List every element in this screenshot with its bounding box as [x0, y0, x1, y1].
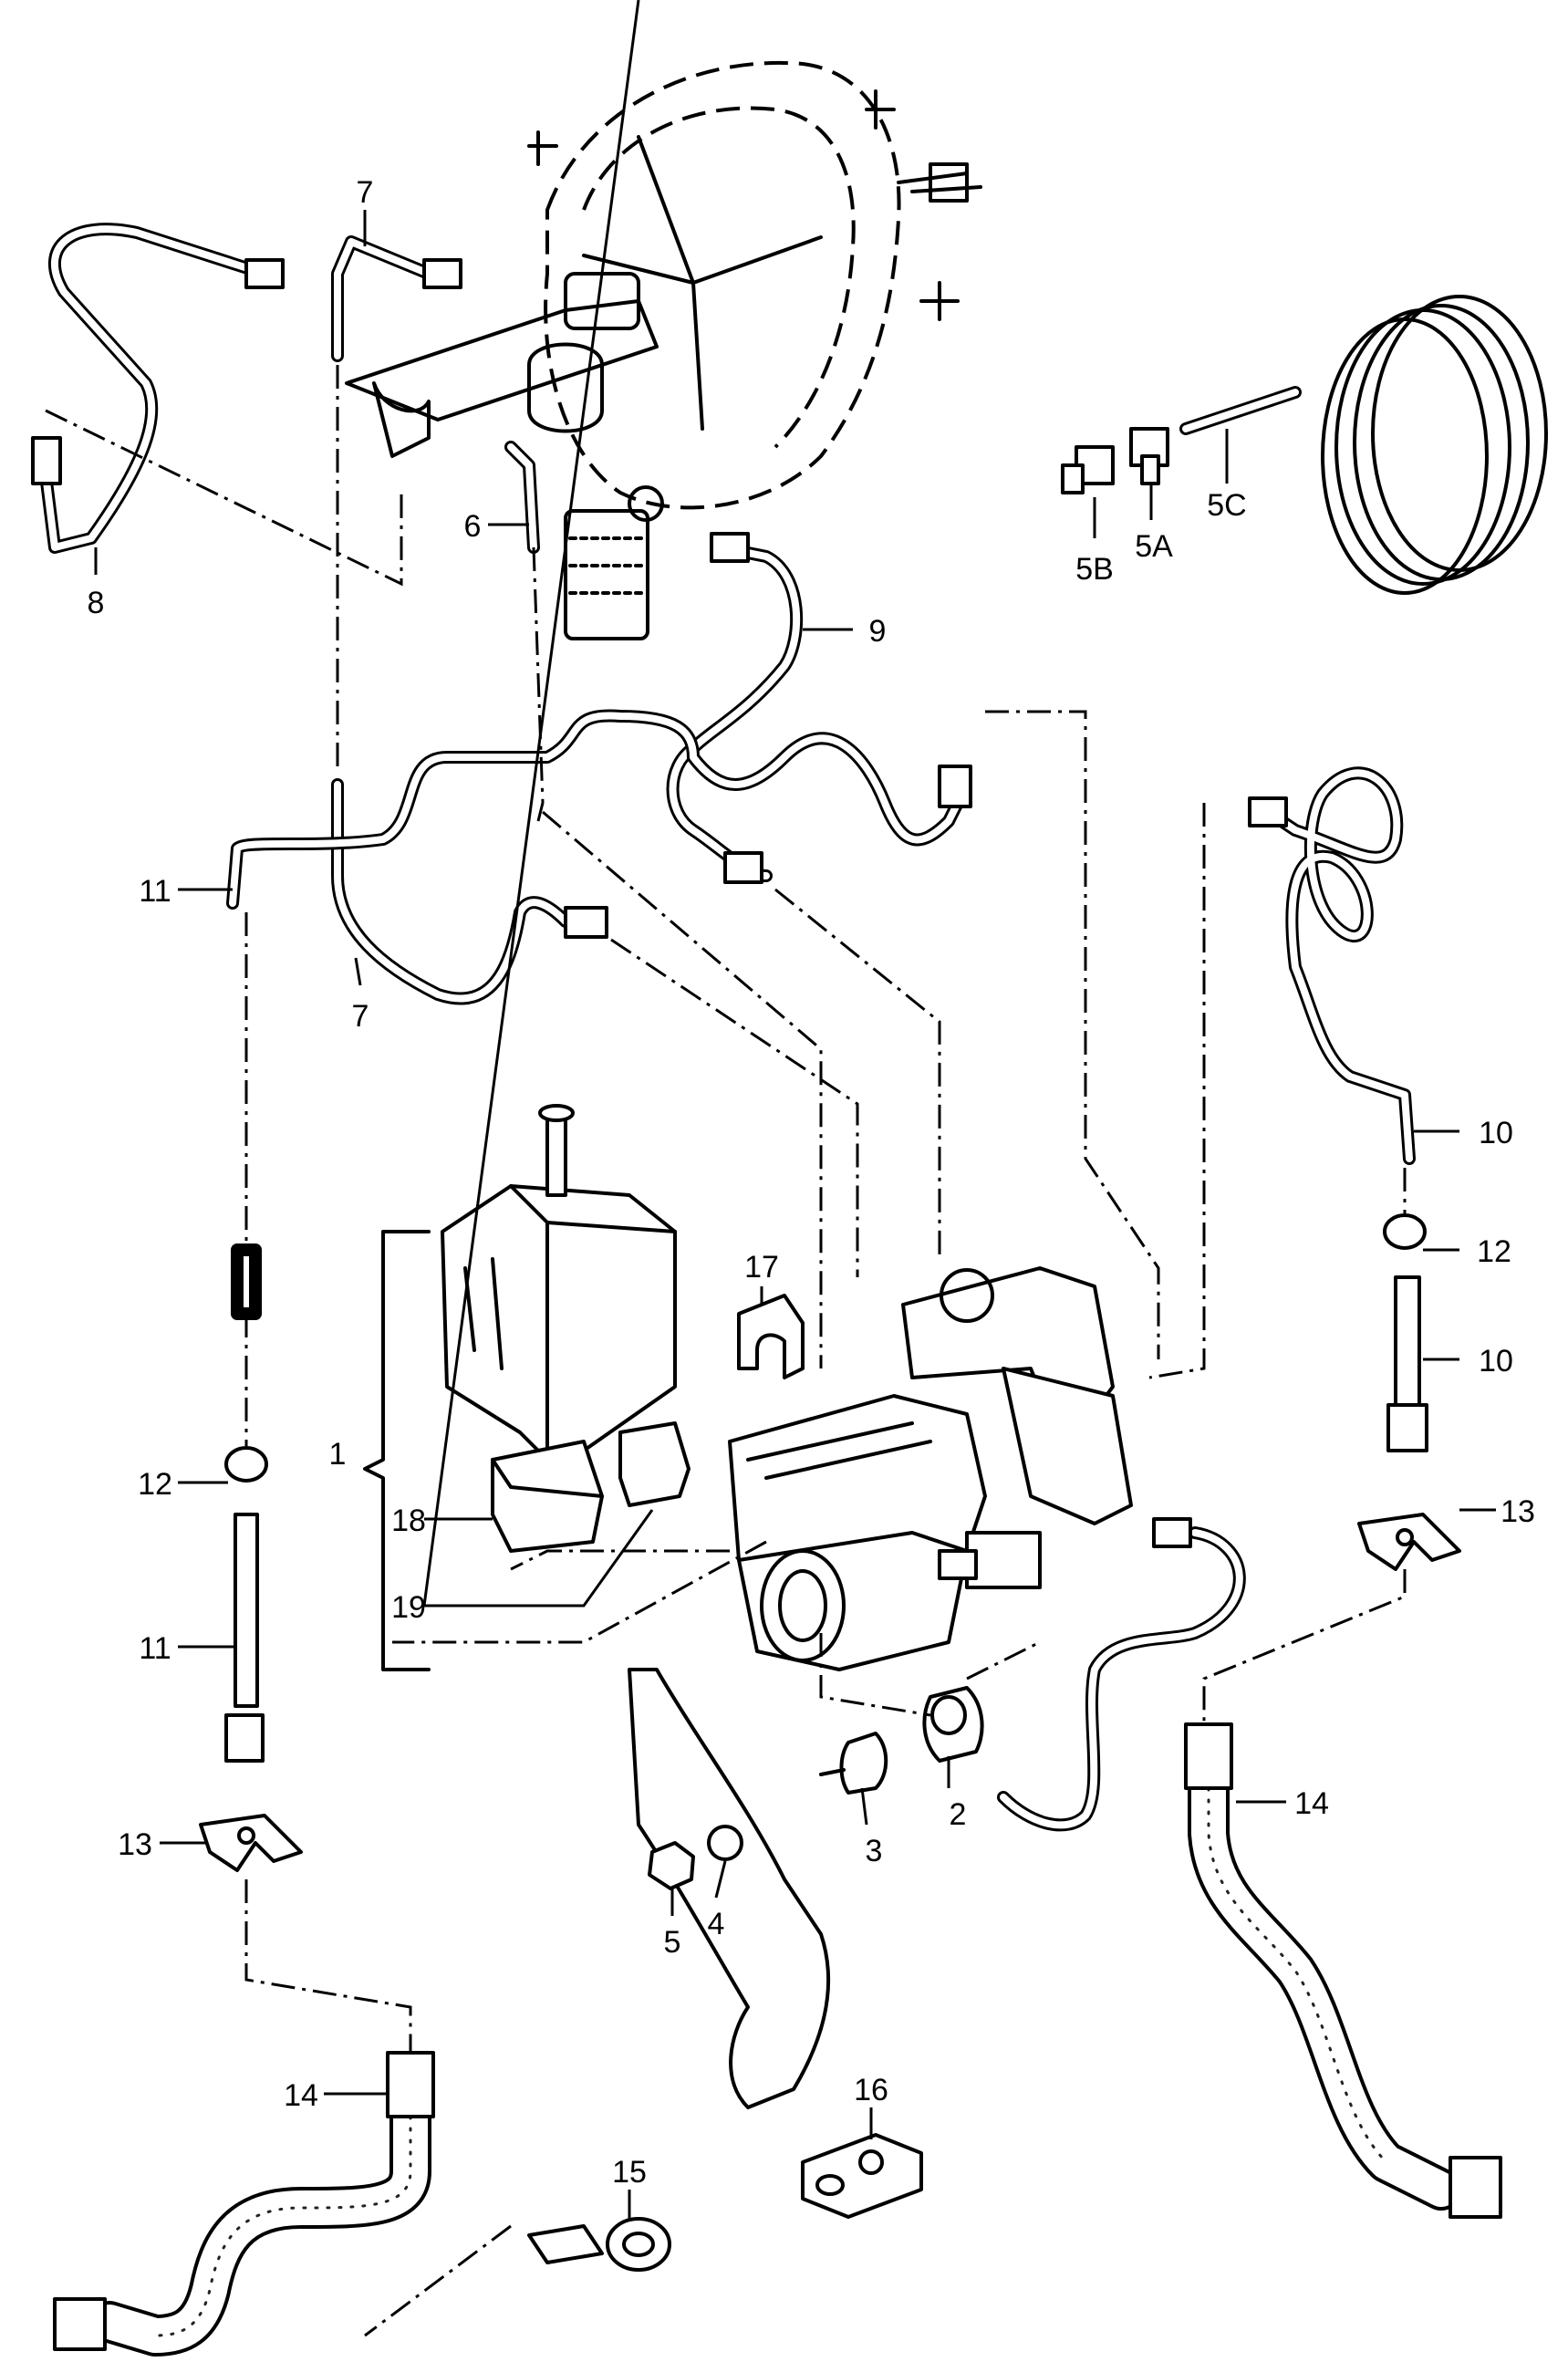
grommet-12-right	[1383, 1213, 1427, 1250]
bolt-3	[819, 1732, 888, 1795]
callout-1: 1	[329, 1437, 347, 1472]
master-cylinder	[345, 272, 664, 640]
bracket-17	[737, 1294, 805, 1379]
relay-18	[491, 1440, 604, 1553]
brake-pipe-9	[666, 532, 804, 884]
callout-2: 2	[950, 1797, 967, 1832]
abs-hydraulic-unit	[728, 1266, 1133, 1671]
brake-booster	[527, 61, 982, 510]
bracket-16	[801, 2133, 923, 2219]
callout-5b: 5B	[1075, 552, 1114, 587]
clip-15	[527, 2217, 671, 2272]
clip-13-right	[1357, 1513, 1461, 1571]
brake-hose-14-right	[1184, 1722, 1502, 2219]
callout-19: 19	[391, 1590, 426, 1625]
callout-6: 6	[464, 509, 482, 544]
callout-11-upper: 11	[139, 874, 171, 909]
callout-9: 9	[869, 614, 887, 649]
fitting-5b	[1061, 445, 1115, 494]
callout-4: 4	[708, 1907, 725, 1941]
brake-pipe-7	[331, 235, 608, 1005]
callout-7-top: 7	[357, 175, 374, 210]
callout-labels: 1 2 3 4 5 5A 5B 5C 6 7 7 8 9 10 10 11 11…	[88, 175, 1535, 2190]
callout-7-bottom: 7	[352, 999, 369, 1034]
bracket-1	[363, 1230, 431, 1671]
callout-12-right: 12	[1477, 1234, 1511, 1269]
fitting-5a	[1129, 427, 1169, 485]
callout-11-lower: 11	[139, 1631, 171, 1666]
callout-5a: 5A	[1135, 529, 1173, 564]
clip-13-left	[199, 1814, 303, 1872]
pipe-coil-5c	[1179, 295, 1548, 595]
callout-12-left: 12	[138, 1467, 172, 1502]
brake-pipe-6	[504, 441, 540, 554]
callout-3: 3	[866, 1834, 883, 1868]
assembly-lines	[45, 365, 1407, 2337]
callout-10-lower: 10	[1479, 1344, 1513, 1379]
callout-18: 18	[391, 1504, 426, 1538]
callout-14-right: 14	[1294, 1786, 1329, 1821]
nut-5	[648, 1841, 695, 1890]
relay-cover	[441, 1104, 677, 1462]
mounting-plate	[628, 1668, 831, 2109]
brake-pipe-8	[31, 223, 285, 554]
washer-4	[707, 1825, 743, 1861]
callout-15: 15	[612, 2155, 647, 2190]
brake-hose-14-left	[53, 2051, 435, 2357]
callout-leaders	[94, 0, 1496, 2222]
relay-19	[618, 1421, 691, 1507]
callout-8: 8	[88, 586, 105, 620]
callout-13-left: 13	[118, 1827, 152, 1862]
callout-10-upper: 10	[1479, 1116, 1513, 1150]
callout-14-left: 14	[284, 2078, 318, 2113]
callout-13-right: 13	[1501, 1494, 1535, 1529]
grommet-12-left	[224, 1446, 268, 1483]
callout-17: 17	[744, 1250, 779, 1285]
brake-pipe-10	[1248, 766, 1428, 1452]
callout-16: 16	[854, 2073, 888, 2107]
callout-5: 5	[664, 1925, 681, 1960]
rubber-mount-2	[922, 1686, 984, 1763]
callout-5c: 5C	[1207, 488, 1246, 523]
